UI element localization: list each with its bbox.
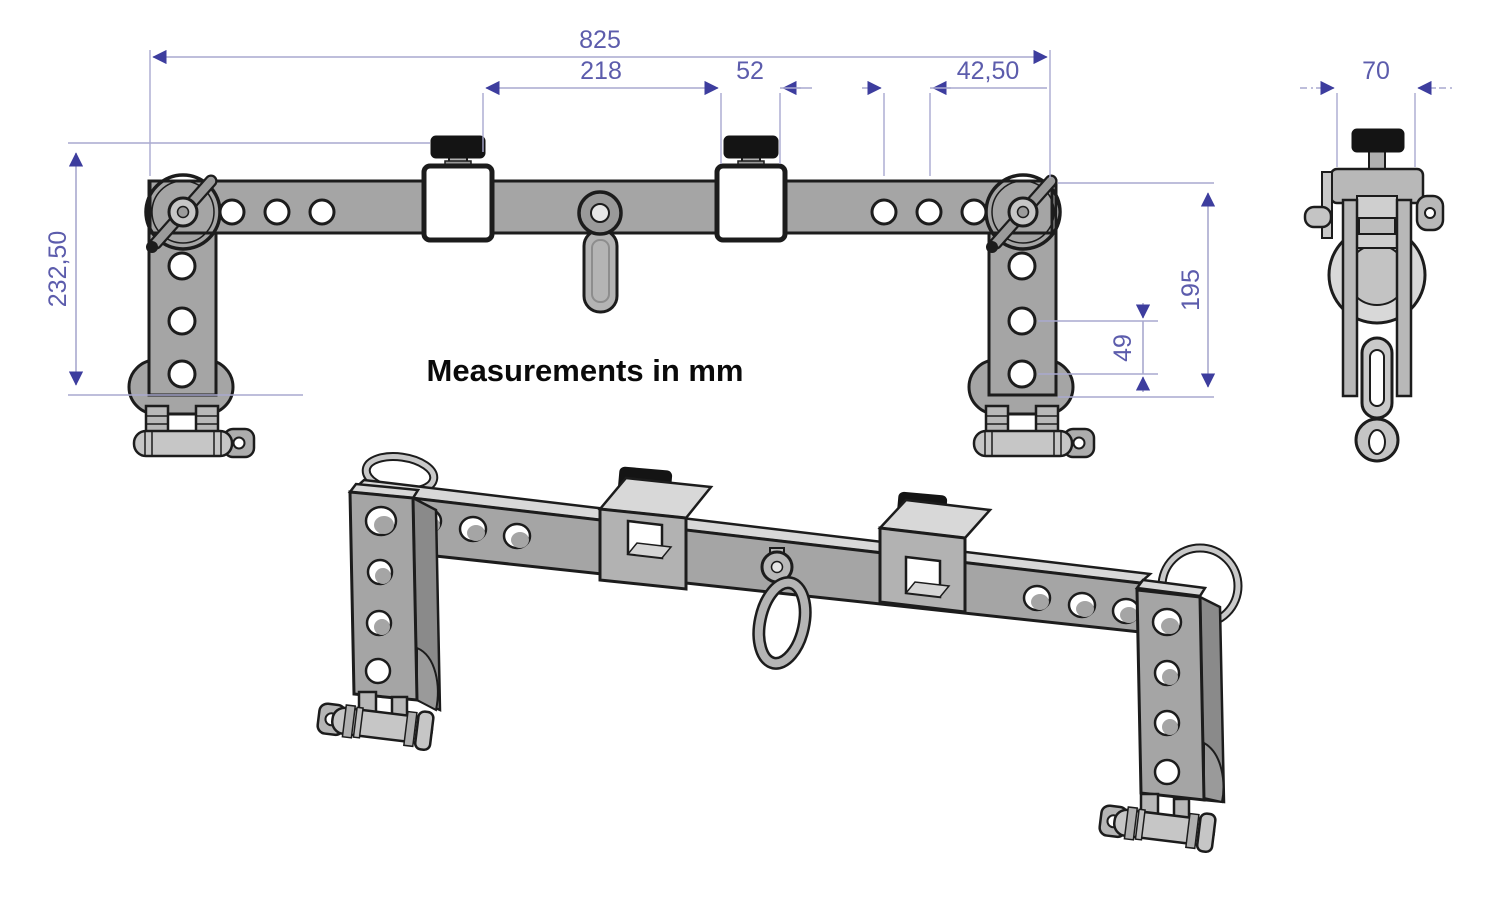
dim-49-label: 49 xyxy=(1109,334,1137,362)
side-view xyxy=(1303,128,1445,463)
left-pulley xyxy=(144,173,222,253)
beam-holes xyxy=(218,198,988,226)
units-note: Measurements in mm xyxy=(427,353,744,388)
dimensions: 825 218 52 42,50 2 xyxy=(44,26,1452,398)
clamp2-3d xyxy=(877,491,993,614)
dim-825-label: 825 xyxy=(579,26,621,54)
dim-clamp-span: 218 xyxy=(482,57,719,152)
dim-195-label: 195 xyxy=(1177,269,1205,311)
left-arm-3d xyxy=(347,482,442,712)
clamp1-3d xyxy=(597,466,714,591)
dim-overall-height: 232,50 xyxy=(44,142,430,396)
dim-clamp-width: 52 xyxy=(720,57,812,164)
isometric-view xyxy=(315,452,1243,854)
dim-218-label: 218 xyxy=(580,57,622,85)
dim-52-label: 52 xyxy=(736,57,764,85)
right-pulley xyxy=(984,173,1062,253)
center-eye xyxy=(577,190,623,314)
arm-holes xyxy=(167,251,1037,389)
right-clamp xyxy=(717,136,785,240)
right-shackle-3d xyxy=(1097,792,1218,854)
dim-23250-label: 232,50 xyxy=(44,231,72,307)
front-view xyxy=(127,136,1096,459)
center-ring-3d xyxy=(752,547,812,670)
dim-lower-hole-pitch: 49 xyxy=(1038,303,1158,392)
left-clamp xyxy=(424,136,492,240)
dim-end-height: 195 xyxy=(1058,182,1216,398)
dim-overall-width: 825 xyxy=(149,26,1051,178)
dim-profile-width: 70 xyxy=(1300,57,1452,167)
dim-hole-pitch: 42,50 xyxy=(862,57,1047,176)
side-knob-icon xyxy=(1351,128,1405,153)
dim-4250-label: 42,50 xyxy=(957,57,1020,85)
right-arm-3d xyxy=(1134,578,1226,804)
dim-70-label: 70 xyxy=(1362,57,1390,85)
